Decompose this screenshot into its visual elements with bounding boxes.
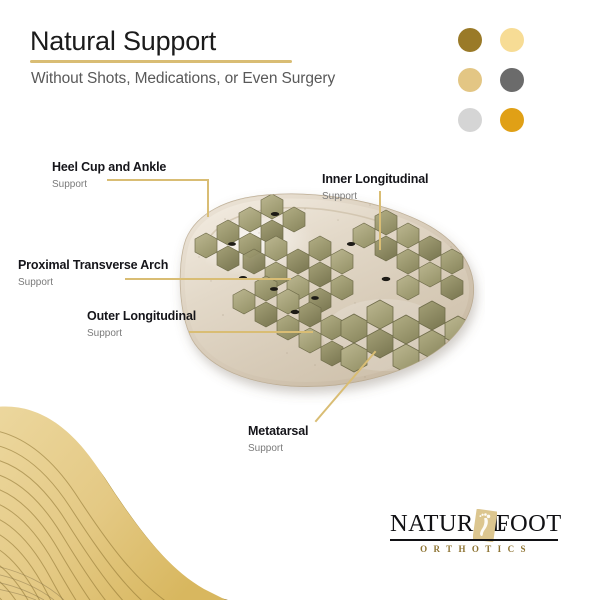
logo-divider-rule (390, 539, 558, 541)
callout-subtitle: Support (18, 276, 54, 288)
swatch-dot-amber (500, 108, 524, 132)
title-underline (30, 60, 292, 63)
foot-print-icon (473, 509, 497, 542)
orthotic-insole-illustration (155, 185, 485, 415)
callout-subtitle: Support (322, 190, 358, 202)
callout-proximal-transverse-arch: Proximal Transverse Arch Support (18, 258, 169, 288)
callout-subtitle: Support (52, 178, 88, 190)
hex-cluster-metatarsal (340, 299, 472, 374)
logo-tagline: ORTHOTICS (420, 544, 532, 554)
color-swatch-grid (458, 28, 542, 148)
callout-outer-longitudinal: Outer Longitudinal Support (87, 309, 197, 339)
callout-heel-cup-and-ankle: Heel Cup and Ankle Support (52, 160, 167, 190)
callout-title: Outer Longitudinal (87, 309, 197, 323)
swatch-dot-tan (458, 68, 482, 92)
callout-subtitle: Support (248, 442, 284, 454)
swatch-dot-gray (500, 68, 524, 92)
logo-word-foot: FOOT (496, 510, 562, 537)
brand-logo: NATURAL FOOT ORTHOTICS (390, 509, 561, 560)
swatch-dot-light-gold (500, 28, 524, 52)
swatch-dot-dark-gold (458, 28, 482, 52)
hex-cluster-inner (352, 209, 464, 301)
swatch-dot-light-gray (458, 108, 482, 132)
page-title: Natural Support (30, 26, 217, 56)
callout-title: Proximal Transverse Arch (18, 258, 169, 272)
callout-title: Metatarsal (248, 424, 309, 438)
callout-inner-longitudinal: Inner Longitudinal Support (322, 172, 429, 202)
callout-metatarsal: Metatarsal Support (248, 424, 309, 454)
ventilation-holes (228, 212, 391, 315)
page-subtitle: Without Shots, Medications, or Even Surg… (31, 70, 336, 87)
hex-cluster-proximal (242, 235, 354, 314)
layered-wave-decoration (0, 385, 296, 600)
wave-body (0, 406, 226, 600)
callout-title: Heel Cup and Ankle (52, 160, 167, 174)
callout-title: Inner Longitudinal (322, 172, 429, 186)
callout-subtitle: Support (87, 327, 123, 339)
